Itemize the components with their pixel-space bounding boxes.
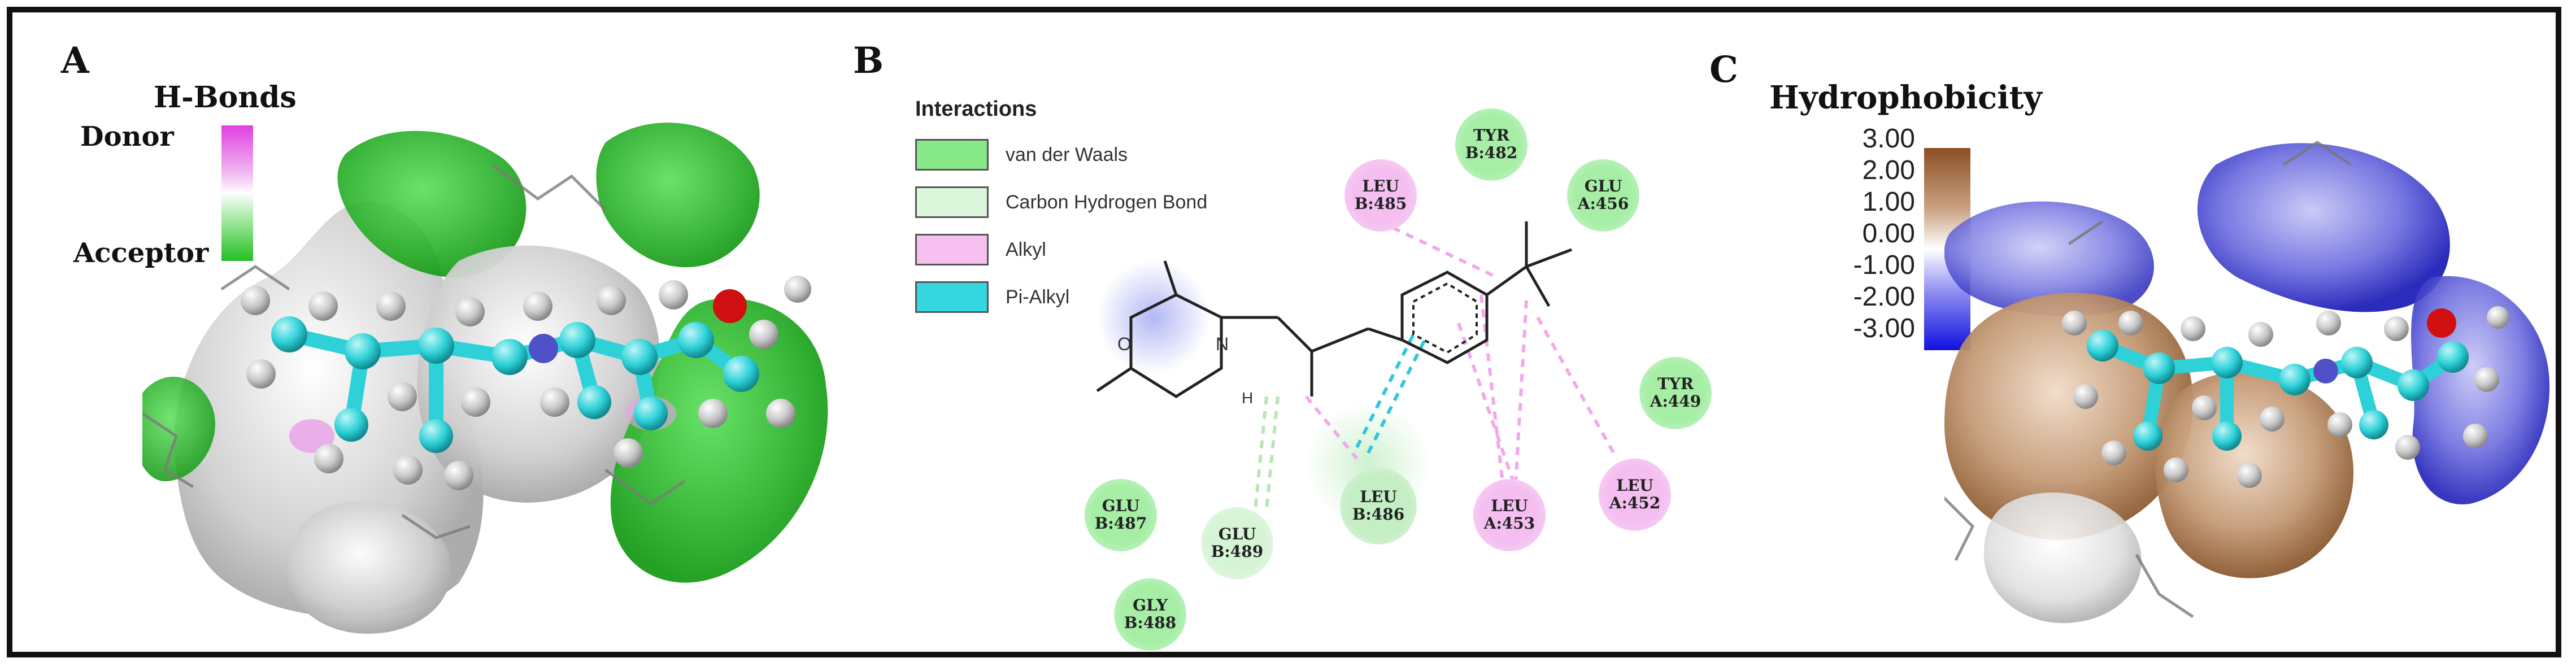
residue-id: B:487 (1094, 514, 1147, 533)
residue-name: GLY (1133, 596, 1168, 615)
residue-id: A:449 (1650, 392, 1702, 411)
alkyl-swatch (915, 234, 989, 265)
interactions-legend-title: Interactions (915, 97, 1037, 121)
legend-item-vdw: van der Waals (915, 139, 1128, 171)
panel-a-letter: A (61, 40, 89, 82)
donor-label: Donor (80, 121, 174, 152)
residue-leu-a452: LEU A:452 (1599, 459, 1671, 531)
residue-name: LEU (1362, 177, 1399, 196)
surface-green-top (337, 130, 526, 277)
ligand-hydrogen: H (1242, 389, 1253, 407)
ligand-oxygen: O (1117, 334, 1132, 354)
legend-item-pi-alkyl: Pi-Alkyl (915, 281, 1069, 313)
surface-blue-top (2197, 143, 2450, 312)
surface-green-left (142, 377, 215, 481)
acceptor-label: Acceptor (73, 237, 209, 269)
legend-item-carbon-hydrogen: Carbon Hydrogen Bond (915, 186, 1207, 218)
residue-id: B:489 (1211, 542, 1264, 561)
hbond-legend-title: H-Bonds (154, 80, 297, 115)
scale-label: 2.00 (1862, 155, 1915, 185)
scale-label: -3.00 (1853, 313, 1915, 343)
surface-green-right (610, 298, 828, 583)
panel-c-molecule-view (1944, 140, 2550, 624)
residue-glu-a456: GLU A:456 (1567, 159, 1639, 232)
nitrogen-atom (529, 334, 558, 363)
panel-b-letter: B (853, 40, 884, 82)
surface-green-right-top (596, 123, 760, 268)
ligand-nitrogen: N (1216, 334, 1229, 354)
nitrogen-atom (2313, 359, 2338, 384)
residue-tyr-a449: TYR A:449 (1639, 357, 1712, 429)
pi-alkyl-label: Pi-Alkyl (1006, 286, 1070, 308)
vdw-label: van der Waals (1006, 143, 1128, 165)
residue-id: B:482 (1465, 143, 1518, 162)
panel-c-letter: C (1709, 49, 1738, 91)
oxygen-atom (2427, 308, 2456, 338)
residue-id: B:485 (1354, 194, 1407, 213)
residue-glu-b487: GLU B:487 (1085, 479, 1157, 551)
surface-blue-right (2411, 276, 2550, 504)
surface-white-bottom (1984, 493, 2142, 624)
residue-gly-b488: GLY B:488 (1114, 578, 1186, 651)
residue-leu-a453: LEU A:453 (1473, 479, 1546, 551)
oxygen-atom (713, 289, 747, 323)
residue-id: B:486 (1352, 505, 1405, 524)
residue-name: LEU (1360, 487, 1397, 507)
carbon-hydrogen-label: Carbon Hydrogen Bond (1006, 191, 1208, 213)
residue-id: A:453 (1483, 514, 1535, 533)
figure-frame: A H-Bonds Donor Acceptor (7, 7, 2561, 657)
carbon-hydrogen-swatch (915, 186, 989, 218)
residue-leu-b485: LEU B:485 (1344, 159, 1417, 232)
surface-blue-left (1944, 201, 2154, 316)
residue-leu-b486: LEU B:486 (1340, 468, 1417, 544)
residue-name: TYR (1473, 126, 1510, 145)
hydrophobicity-scale-labels: 3.00 2.00 1.00 0.00 -1.00 -2.00 -3.00 (1830, 123, 1915, 345)
residue-name: TYR (1657, 374, 1694, 394)
hydrophobicity-legend-title: Hydrophobicity (1769, 79, 2042, 116)
residue-name: GLU (1584, 177, 1622, 196)
scale-label: 0.00 (1862, 219, 1915, 249)
surface-grey-bottom (287, 501, 452, 634)
scale-label: -2.00 (1853, 282, 1915, 312)
scale-label: -1.00 (1853, 250, 1915, 280)
panel-a-molecule-view (142, 123, 828, 634)
residue-glu-b489: GLU B:489 (1201, 507, 1273, 580)
hbond-color-bar (221, 125, 253, 261)
residue-id: B:488 (1124, 613, 1177, 632)
alkyl-label: Alkyl (1006, 238, 1046, 260)
vdw-swatch (915, 139, 989, 171)
residue-id: A:452 (1609, 494, 1661, 512)
residue-name: GLU (1102, 496, 1140, 516)
residue-name: GLU (1218, 525, 1256, 544)
residue-name: LEU (1616, 476, 1653, 495)
residue-name: LEU (1491, 496, 1528, 516)
scale-label: 1.00 (1862, 187, 1915, 217)
residue-tyr-b482: TYR B:482 (1455, 108, 1528, 181)
pi-alkyl-swatch (915, 281, 989, 313)
residue-id: A:456 (1577, 194, 1629, 213)
scale-label: 3.00 (1862, 124, 1915, 154)
legend-item-alkyl: Alkyl (915, 234, 1046, 265)
